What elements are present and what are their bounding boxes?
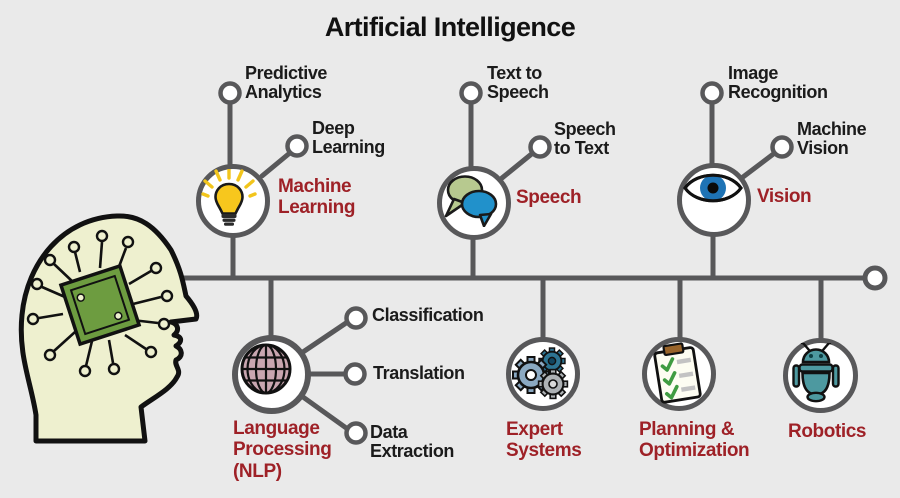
data-extraction-label: Data Extraction	[370, 422, 455, 462]
robotics-label: Robotics	[788, 421, 867, 442]
human-head-chip-icon	[18, 213, 200, 444]
machine-learning-label: Machine Learning	[278, 176, 356, 219]
expert-systems-node	[506, 337, 580, 411]
planning-node	[642, 337, 716, 411]
speech-node	[437, 166, 511, 240]
speech-to-text-label: Speech to Text	[554, 119, 616, 159]
data-extraction-circle	[344, 421, 368, 445]
vision-label: Vision	[757, 186, 812, 207]
machine-vision-circle	[770, 135, 794, 159]
globe-icon	[240, 343, 292, 395]
planning-label: Planning & Optimization	[639, 419, 750, 462]
predictive-analytics-label: Predictive Analytics	[245, 63, 328, 103]
speech-to-text-circle	[528, 135, 552, 159]
machine-learning-node	[196, 164, 270, 238]
eye-icon	[683, 173, 743, 203]
vision-node	[677, 163, 751, 237]
robotics-node	[783, 338, 858, 413]
translation-circle	[343, 362, 367, 386]
machine-vision-label: Machine Vision	[797, 119, 867, 159]
clipboard-checklist-icon	[653, 342, 702, 404]
classification-line	[300, 318, 352, 355]
expert-systems-label: Expert Systems	[506, 419, 582, 462]
deep-learning-line	[259, 149, 294, 179]
gears-icon	[512, 347, 569, 400]
spine-end-circle	[862, 265, 888, 291]
translation-label: Translation	[373, 363, 465, 383]
data-extraction-line	[300, 394, 352, 433]
lightbulb-icon	[201, 169, 257, 226]
speech-label: Speech	[516, 187, 582, 208]
speech-bubbles-icon	[444, 175, 498, 227]
image-recognition-label: Image Recognition	[728, 63, 828, 103]
trace-terminals	[26, 229, 174, 378]
deep-learning-label: Deep Learning	[312, 118, 385, 158]
deep-learning-circle	[285, 134, 309, 158]
text-to-speech-circle	[459, 81, 483, 105]
classification-circle	[344, 306, 368, 330]
image-recognition-circle	[700, 81, 724, 105]
nlp-label: Language Processing (NLP)	[233, 418, 332, 482]
machine-vision-line	[740, 149, 779, 180]
nlp-node	[232, 335, 311, 414]
predictive-analytics-circle	[218, 81, 242, 105]
speech-to-text-line	[499, 149, 537, 181]
text-to-speech-label: Text to Speech	[487, 63, 549, 103]
robot-icon	[792, 343, 840, 403]
classification-label: Classification	[372, 305, 484, 325]
chip-icon	[58, 263, 142, 347]
diagram-title: Artificial Intelligence	[324, 12, 576, 42]
